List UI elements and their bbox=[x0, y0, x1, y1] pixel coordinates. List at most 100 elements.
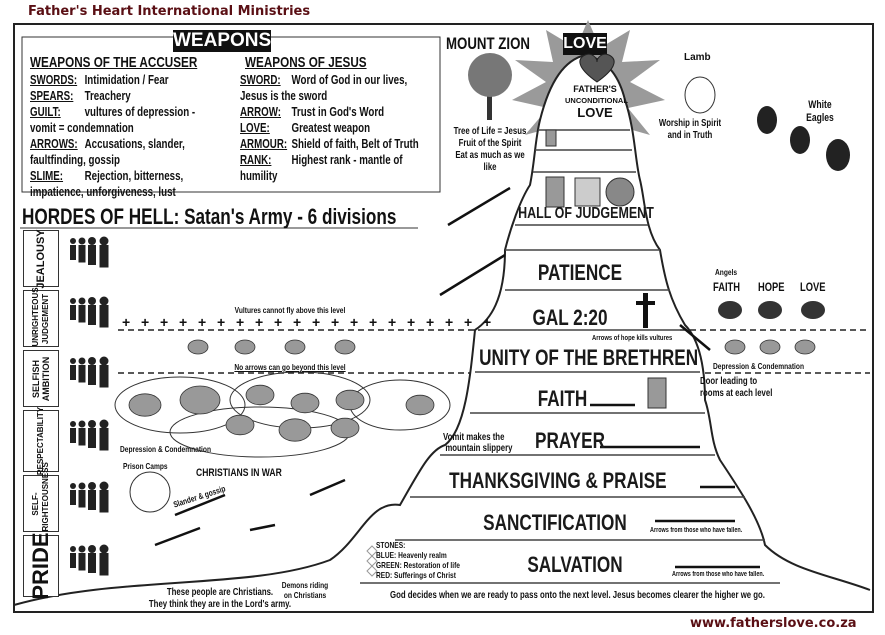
demon-figure-icon bbox=[70, 421, 76, 427]
lion-icon bbox=[605, 177, 635, 207]
level-prayer: PRAYER bbox=[535, 428, 605, 453]
level-limit-lines bbox=[118, 329, 870, 374]
demon-figure-body bbox=[70, 365, 76, 380]
demon-figure-icon bbox=[78, 237, 86, 245]
plus-sign: + bbox=[236, 314, 244, 330]
hordes-title: HORDES OF HELL: Satan's Army - 6 divisio… bbox=[22, 204, 397, 229]
demon-figure-body bbox=[88, 365, 96, 385]
demon-figure-body bbox=[88, 428, 96, 448]
angel-faith: FAITH bbox=[713, 280, 741, 294]
plus-sign: + bbox=[141, 314, 149, 330]
mount-zion-title: MOUNT ZION bbox=[446, 34, 530, 53]
lamb-label: Lamb bbox=[684, 52, 711, 63]
demon-figure-body bbox=[88, 245, 96, 265]
division-jealousy: JEALOUSY bbox=[23, 229, 59, 288]
cross-icon bbox=[636, 293, 655, 328]
demon-figure-body bbox=[88, 553, 96, 573]
level-salvation: SALVATION bbox=[527, 552, 623, 577]
angels-label: Angels bbox=[715, 267, 738, 277]
depression-left-label: Depression & Condemnation bbox=[120, 444, 211, 454]
fallen-arrows-label-1: Arrows from those who have fallen. bbox=[650, 527, 743, 534]
demon-figure-icon bbox=[88, 297, 96, 305]
level-sanctification: SANCTIFICATION bbox=[483, 510, 627, 535]
vulture-icon bbox=[335, 389, 365, 411]
level-thanksgiving: THANKSGIVING & PRAISE bbox=[449, 468, 667, 493]
summit-love: LOVE bbox=[563, 35, 607, 52]
demon-figure-icon bbox=[78, 297, 86, 305]
plus-sign: + bbox=[331, 314, 339, 330]
demon-figure-body bbox=[99, 553, 109, 576]
christians-in-war-label: CHRISTIANS IN WAR bbox=[196, 467, 282, 479]
plus-sign: + bbox=[122, 314, 130, 330]
love-flag bbox=[563, 33, 607, 55]
plus-sign: + bbox=[369, 314, 377, 330]
plus-sign: + bbox=[217, 314, 225, 330]
plus-sign: + bbox=[312, 314, 320, 330]
level-unity: UNITY OF THE BRETHREN bbox=[479, 345, 699, 370]
demon-figure-body bbox=[99, 428, 109, 451]
door-icons bbox=[545, 129, 667, 409]
vulture-icon bbox=[290, 392, 320, 414]
vulture-icon bbox=[724, 339, 746, 355]
demon-figure-body bbox=[78, 305, 86, 323]
arrows-limit-label: No arrows can go beyond this level bbox=[234, 362, 346, 372]
arrows bbox=[154, 186, 760, 569]
accuser-heading: WEAPONS OF THE ACCUSER bbox=[30, 54, 198, 71]
demon-figure-body bbox=[99, 365, 109, 388]
division-unrighteous-judgement: UNRIGHTEOUS JUDGEMENT bbox=[23, 287, 59, 347]
division-selfish-ambition: SELFISH AMBITION bbox=[23, 350, 59, 407]
demon-figure-body bbox=[99, 245, 109, 268]
fallen-arrows-label-2: Arrows from those who have fallen. bbox=[672, 571, 765, 578]
vulture-icon bbox=[334, 339, 356, 355]
vulture-icon bbox=[278, 418, 312, 442]
hall-of-judgement: HALL OF JUDGEMENT bbox=[518, 205, 654, 222]
christians-caption: These people are Christians.They think t… bbox=[148, 587, 292, 610]
outer-frame bbox=[13, 23, 874, 613]
division-respectability: RESPECTABILITY bbox=[23, 407, 59, 475]
demon-figure-body bbox=[78, 490, 86, 508]
demon-figure-icon bbox=[70, 483, 76, 489]
tree-icon bbox=[468, 53, 512, 120]
plus-sign: + bbox=[160, 314, 168, 330]
demon-figure-icon bbox=[78, 420, 86, 428]
vultures bbox=[128, 339, 816, 442]
prison-camp-icon bbox=[129, 471, 171, 513]
plus-sign: + bbox=[407, 314, 415, 330]
stones-legend: STONES: BLUE: Heavenly realm GREEN: Rest… bbox=[376, 540, 460, 580]
vulture-icon bbox=[794, 339, 816, 355]
vultures-limit-label: Vultures cannot fly above this level bbox=[234, 305, 346, 315]
vulture-icon bbox=[759, 339, 781, 355]
demon-figure-body bbox=[99, 490, 109, 513]
lamb-icon bbox=[684, 76, 716, 114]
demon-figure-body bbox=[88, 305, 96, 325]
vulture-icon bbox=[187, 339, 209, 355]
plus-sign: + bbox=[255, 314, 263, 330]
heart-icon bbox=[579, 53, 615, 83]
plus-sign: + bbox=[388, 314, 396, 330]
demon-figure-icon bbox=[99, 296, 109, 306]
depression-right-label: Depression & Condemnation bbox=[713, 361, 804, 371]
demon-figure-icon bbox=[99, 356, 109, 366]
demon-figure-icon bbox=[78, 357, 86, 365]
demon-figure-icon bbox=[70, 238, 76, 244]
demon-figure-body bbox=[78, 553, 86, 571]
level-gal-2-20: GAL 2:20 bbox=[532, 305, 608, 330]
plus-sign: + bbox=[274, 314, 282, 330]
demon-figure-icon bbox=[88, 357, 96, 365]
plus-sign: + bbox=[426, 314, 434, 330]
throne-icon bbox=[574, 177, 601, 207]
jesus-list: SWORD:Word of God in our lives, Jesus is… bbox=[240, 73, 419, 183]
arrows-of-hope-label: Arrows of hope kills vultures bbox=[592, 333, 673, 342]
demon-figure-body bbox=[70, 305, 76, 320]
demon-figure-icon bbox=[70, 546, 76, 552]
site-url[interactable]: www.fatherslove.co.za bbox=[690, 616, 857, 631]
weapons-title: WEAPONS bbox=[173, 30, 272, 51]
demon-figure-icon bbox=[88, 482, 96, 490]
plus-sign: + bbox=[293, 314, 301, 330]
